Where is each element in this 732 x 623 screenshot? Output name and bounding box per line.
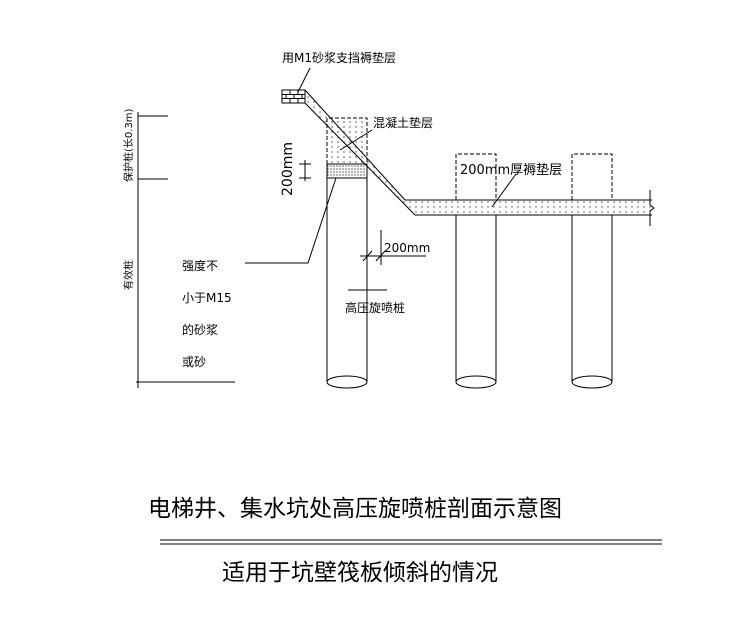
brick-note: 用M1砂浆支挡褥垫层	[282, 50, 396, 65]
effective-pile-label: 有效桩	[122, 260, 135, 290]
sloped-cushion	[305, 90, 652, 215]
protect-pile-label: 保护桩(长0.3m)	[122, 108, 135, 182]
mortar-note-line: 小于M15	[182, 291, 232, 305]
brick-wall-icon	[281, 89, 306, 104]
brick-leader	[297, 67, 311, 93]
diagram-subtitle: 适用于坑壁筏板倾斜的情况	[222, 560, 498, 586]
mortar-note-line: 或砂	[182, 355, 206, 369]
diagram-title: 电梯井、集水坑处高压旋喷桩剖面示意图	[148, 496, 562, 522]
concrete-cushion-label: 混凝土垫层	[373, 115, 433, 130]
jet-pile-label: 高压旋喷桩	[345, 300, 405, 315]
mortar-note-line: 的砂浆	[182, 322, 218, 337]
pile-left	[326, 164, 368, 389]
vertical-dimension	[299, 160, 311, 181]
mortar-note-line: 强度不	[182, 258, 218, 273]
horizontal-dim-label: 200mm	[384, 241, 430, 255]
vertical-dim-label: 200mm	[280, 142, 296, 196]
horizontal-dimension	[360, 230, 426, 265]
concrete-cushion-block	[327, 118, 367, 164]
sand-layer	[326, 163, 368, 179]
pile-middle	[455, 153, 497, 389]
pile-length-dimension	[136, 112, 235, 388]
cushion-layer-label: 200mm厚褥垫层	[460, 162, 562, 178]
pile-right	[571, 153, 613, 389]
